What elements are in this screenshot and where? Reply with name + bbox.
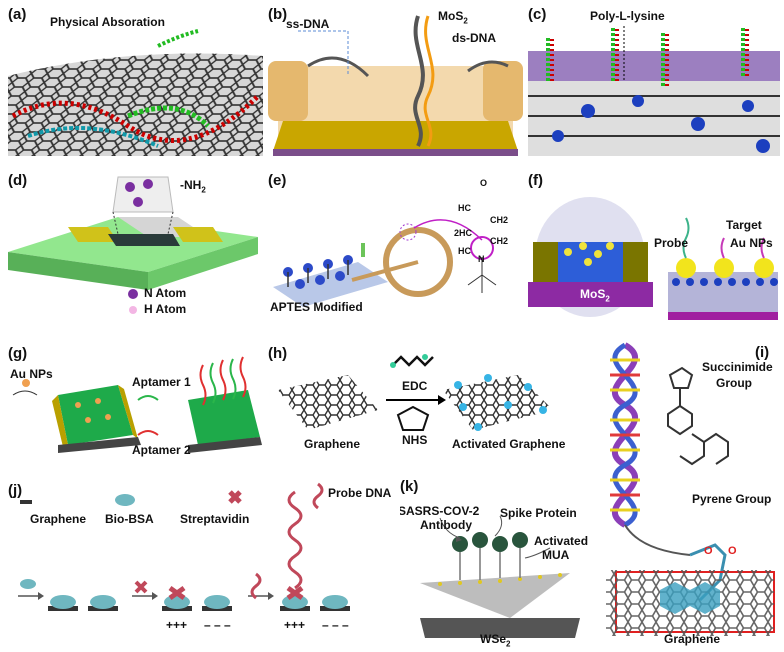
panel-i: (i) Succinimide Group Pyrene Group O O G…	[600, 340, 780, 646]
panel-b: (b) ss-DNA MoS2 ds-DNA	[268, 6, 523, 156]
aptes-caption: APTES Modified	[270, 300, 363, 314]
chem-hc-2: HC	[458, 246, 471, 256]
charge-plus-2: +++	[284, 618, 306, 632]
nh2-text: -NH	[180, 178, 202, 192]
mos2-device-illustration	[268, 15, 523, 156]
activated-graphene-label: Activated Graphene	[452, 437, 566, 451]
probe-label: Probe	[654, 236, 689, 250]
graphene-activation-illustration	[278, 354, 553, 431]
au-nps-label-f: Au NPs	[730, 236, 773, 250]
antibody-label-1: SASRS-COV-2	[400, 504, 480, 518]
chem-hc-1: HC	[458, 203, 471, 213]
au-nps-label-g: Au NPs	[10, 367, 53, 381]
mos2-subscript-f: 2	[605, 294, 610, 304]
poly-lysine-illustration	[528, 26, 780, 156]
fet-device-illustration	[8, 176, 258, 314]
chem-2hc: 2HC	[454, 228, 473, 238]
n-atom-legend: N Atom	[144, 286, 187, 300]
activated-mua-label-2: MUA	[542, 548, 570, 562]
oxygen-label-1: O	[704, 545, 713, 557]
panel-f-label: (f)	[528, 172, 543, 189]
panel-i-label: (i)	[755, 344, 770, 361]
panel-d-label: (d)	[8, 172, 28, 189]
graphene-label-h: Graphene	[304, 437, 361, 451]
oxygen-label-2: O	[728, 545, 737, 557]
panel-g: (g) Au NPs Aptamer 1 Aptamer 2	[8, 345, 263, 465]
antibody-label-2: Antibody	[420, 518, 472, 532]
mos2-label-f: MoS2	[580, 287, 610, 303]
mos2-text: MoS	[438, 9, 464, 23]
mos2-aunp-illustration	[528, 197, 778, 320]
mos2-subscript: 2	[463, 16, 468, 26]
nh2-subscript: 2	[201, 185, 206, 195]
activated-mua-label-1: Activated	[534, 534, 589, 548]
probe-dna-legend: Probe DNA	[328, 486, 392, 500]
h-atom-legend: H Atom	[144, 302, 187, 316]
panel-h-label: (h)	[268, 345, 288, 362]
panel-a-label: (a)	[8, 6, 27, 23]
panel-e-label: (e)	[268, 172, 287, 189]
charge-minus-1: – – –	[204, 618, 231, 632]
edc-label: EDC	[402, 379, 428, 393]
graphene-label-i: Graphene	[664, 632, 721, 646]
wse2-antibody-illustration	[420, 515, 580, 638]
graphene-sheet-illustration	[8, 29, 263, 156]
mos2-text-f: MoS	[580, 287, 606, 301]
ss-dna-label: ss-DNA	[286, 17, 330, 31]
pyrene-group-label: Pyrene Group	[692, 492, 772, 506]
panel-b-label: (b)	[268, 6, 288, 23]
chem-ch2-1: CH2	[490, 215, 509, 225]
wse2-label: WSe2	[480, 632, 510, 648]
wse2-text: WSe	[480, 632, 507, 646]
panel-a: (a) Physical Absoration	[8, 6, 263, 156]
panel-a-title: Physical Absoration	[50, 15, 165, 29]
aptamer-device-illustration	[12, 356, 262, 453]
charge-plus-1: +++	[166, 618, 188, 632]
bio-bsa-streptavidin-illustration	[18, 482, 350, 611]
succinimide-label: Succinimide	[702, 360, 773, 374]
spike-protein-label: Spike Protein	[500, 506, 577, 520]
chem-o: O	[480, 178, 488, 188]
nhs-label: NHS	[402, 433, 428, 447]
panel-g-label: (g)	[8, 345, 28, 362]
panel-h: (h) Graphene EDC NHS Activated Graphene	[268, 345, 598, 465]
streptavidin-legend: Streptavidin	[180, 512, 250, 526]
charge-minus-2: – – –	[322, 618, 349, 632]
panel-j-label: (j)	[8, 482, 23, 499]
panel-k-label: (k)	[400, 478, 419, 495]
panel-f: (f) Probe Target Au NPs MoS2	[528, 172, 780, 322]
panel-k: (k) SASRS-COV-2 Antibody Spike Protein A…	[400, 478, 600, 648]
poly-lysine-label: Poly-L-lysine	[590, 9, 665, 23]
target-label: Target	[726, 218, 762, 232]
aptamer-1-label: Aptamer 1	[132, 375, 191, 389]
graphene-legend-j: Graphene	[30, 512, 87, 526]
nh2-label: -NH2	[180, 178, 206, 194]
chem-ch2-2: CH2	[490, 236, 509, 246]
aptamer-2-label: Aptamer 2	[132, 443, 191, 457]
panel-c: (c) Poly-L-lysine	[528, 6, 780, 156]
panel-c-label: (c)	[528, 6, 547, 23]
wse2-subscript: 2	[506, 639, 511, 648]
ds-dna-label: ds-DNA	[452, 31, 496, 45]
panel-j: (j) Graphene Bio-BSA Streptavidin Probe …	[0, 478, 400, 648]
succinimide-group-label: Group	[716, 376, 752, 390]
panel-d: (d) -NH2 N Atom H Atom	[8, 172, 263, 322]
aptes-illustration	[273, 219, 497, 307]
bio-bsa-legend: Bio-BSA	[105, 512, 154, 526]
pyrene-linker-illustration	[606, 342, 775, 636]
chem-n: N	[478, 254, 485, 264]
panel-e: (e) APTES Modified O HC CH2 2HC CH2 HC N	[268, 172, 523, 322]
mos2-label: MoS2	[438, 9, 468, 25]
